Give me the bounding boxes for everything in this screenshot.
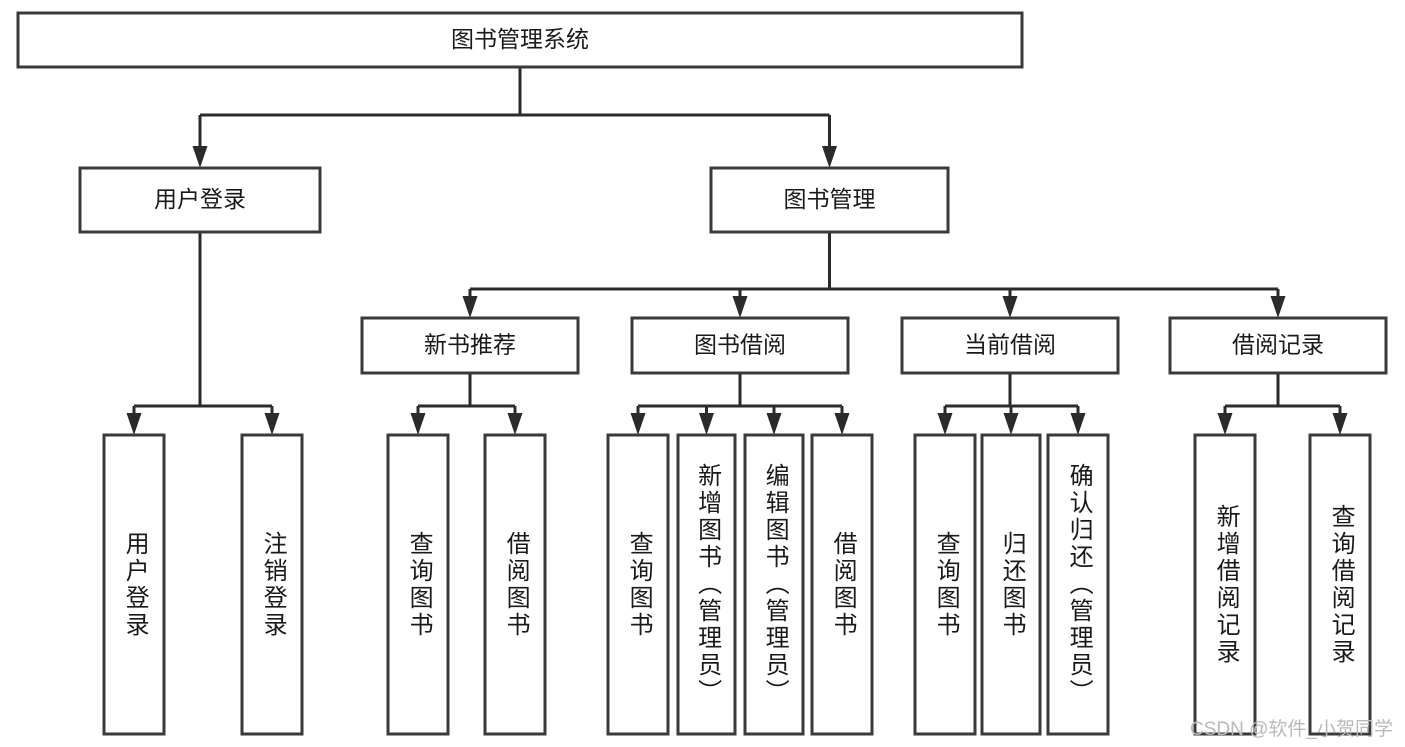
node-l-borrow-book-1[interactable] <box>483 433 547 736</box>
node-label-vertical-wrap: 查询图书 <box>388 435 448 734</box>
node-n-new-book-rec[interactable]: 新书推荐 <box>360 316 580 375</box>
node-label: 归还图书 <box>998 530 1026 639</box>
node-label-vertical-wrap: 用户登录 <box>104 435 164 734</box>
node-label: 新书推荐 <box>424 332 516 358</box>
node-label-vertical-wrap: 编辑图书（管理员） <box>745 435 803 734</box>
node-label: 确认归还（管理员） <box>1065 463 1093 706</box>
node-label-vertical-wrap: 新增图书（管理员） <box>678 435 735 734</box>
node-label: 查询借阅记录 <box>1327 503 1355 666</box>
node-label: 图书管理 <box>784 186 876 212</box>
node-label: 新增借阅记录 <box>1212 503 1240 666</box>
node-l-query-book-3[interactable] <box>913 433 977 736</box>
connector-layer <box>126 67 1348 435</box>
node-n-borrow-record[interactable]: 借阅记录 <box>1168 316 1388 375</box>
node-l-edit-book[interactable] <box>743 433 805 736</box>
node-l-borrow-book-2[interactable] <box>810 433 874 736</box>
node-label: 编辑图书（管理员） <box>761 463 789 706</box>
node-label-vertical-wrap: 查询借阅记录 <box>1310 435 1370 734</box>
node-l-user-login[interactable] <box>102 433 166 736</box>
node-l-logout[interactable] <box>240 433 304 736</box>
node-label: 查询图书 <box>625 530 653 639</box>
node-l-return-book[interactable] <box>980 433 1042 736</box>
node-n-current-borrow[interactable]: 当前借阅 <box>900 316 1120 375</box>
node-label: 图书借阅 <box>694 332 786 358</box>
node-label-vertical-wrap: 新增借阅记录 <box>1195 435 1255 734</box>
node-label-vertical-wrap: 确认归还（管理员） <box>1048 435 1108 734</box>
node-label-vertical-wrap: 借阅图书 <box>812 435 872 734</box>
node-label-vertical-wrap: 查询图书 <box>915 435 975 734</box>
node-l-add-book[interactable] <box>676 433 737 736</box>
node-label: 用户登录 <box>154 186 246 212</box>
node-label: 新增图书（管理员） <box>693 463 721 706</box>
watermark-text: CSDN @软件_小贺同学 <box>1190 719 1393 740</box>
node-label: 用户登录 <box>121 530 149 639</box>
node-label-vertical-wrap: 查询图书 <box>608 435 668 734</box>
node-l-query-record[interactable] <box>1308 433 1372 736</box>
node-n-user-login[interactable]: 用户登录 <box>78 166 322 234</box>
node-label: 借阅记录 <box>1232 332 1324 358</box>
node-label: 当前借阅 <box>964 332 1056 358</box>
node-n-book-mgmt[interactable]: 图书管理 <box>709 166 950 234</box>
node-root[interactable]: 图书管理系统 <box>16 11 1024 69</box>
node-label: 注销登录 <box>259 530 287 639</box>
node-label-vertical-wrap: 归还图书 <box>982 435 1040 734</box>
node-l-confirm-return[interactable] <box>1046 433 1110 736</box>
node-label-vertical-wrap: 注销登录 <box>242 435 302 734</box>
node-n-book-borrow[interactable]: 图书借阅 <box>630 316 850 375</box>
node-label: 查询图书 <box>405 530 433 639</box>
node-label: 借阅图书 <box>829 530 857 639</box>
node-label: 查询图书 <box>932 530 960 639</box>
node-label-vertical-wrap: 借阅图书 <box>485 435 545 734</box>
node-l-query-book-1[interactable] <box>386 433 450 736</box>
node-label: 借阅图书 <box>502 530 530 639</box>
node-l-add-record[interactable] <box>1193 433 1257 736</box>
node-l-query-book-2[interactable] <box>606 433 670 736</box>
node-label: 图书管理系统 <box>451 26 589 52</box>
